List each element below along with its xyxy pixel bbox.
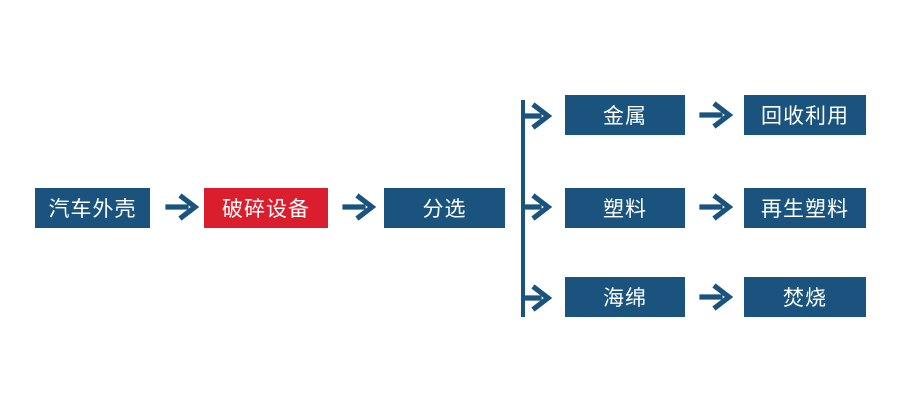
arrow-right-icon xyxy=(521,284,553,312)
node-plastic: 塑料 xyxy=(565,188,685,228)
arrow-right-icon xyxy=(699,283,734,311)
node-car-shell: 汽车外壳 xyxy=(35,188,150,228)
arrow-right-icon xyxy=(342,193,377,221)
arrow-right-icon xyxy=(165,193,200,221)
arrow-right-icon xyxy=(521,102,553,130)
arrow-right-icon xyxy=(699,193,734,221)
node-crushing-equipment: 破碎设备 xyxy=(204,188,328,228)
arrow-right-icon xyxy=(521,193,553,221)
node-sponge: 海绵 xyxy=(565,277,685,317)
node-sorting: 分选 xyxy=(384,188,505,228)
node-metal: 金属 xyxy=(565,95,685,135)
node-recycled-plastic: 再生塑料 xyxy=(744,188,866,228)
node-recycling: 回收利用 xyxy=(744,95,866,135)
node-incineration: 焚烧 xyxy=(744,277,866,317)
arrow-right-icon xyxy=(699,101,734,129)
